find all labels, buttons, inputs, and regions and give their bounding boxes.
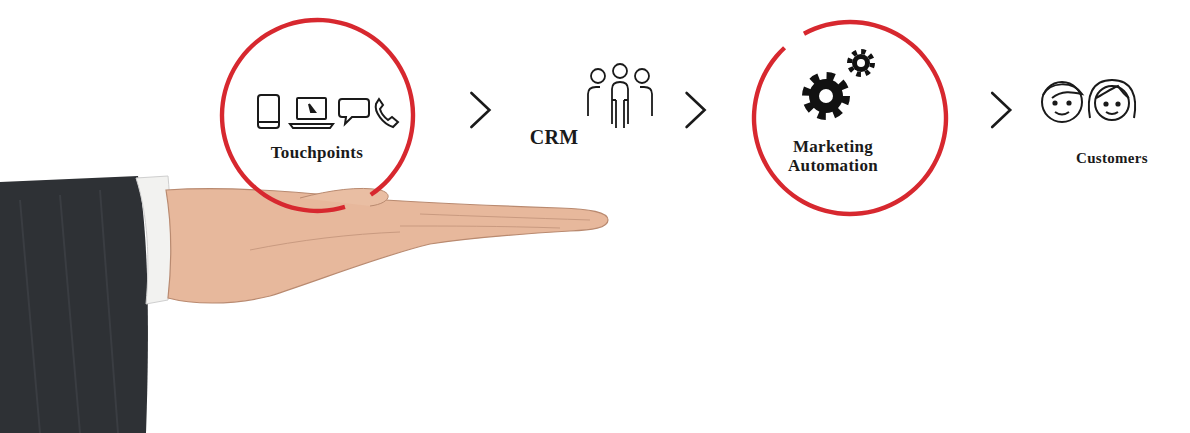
chevron-connector	[992, 93, 1010, 127]
touchpoint-icons	[258, 95, 398, 128]
chat-icon	[339, 99, 369, 124]
tablet-icon	[258, 95, 279, 128]
node-label: Touchpoints	[242, 144, 392, 163]
red-circle-outline	[220, 18, 415, 213]
phone-icon	[376, 99, 398, 127]
laptop-icon	[309, 104, 315, 112]
shirt-cuff	[136, 176, 171, 304]
open-hand	[166, 189, 608, 303]
chevron-connector	[687, 93, 705, 127]
red-circle-outline	[220, 18, 415, 213]
gears-icon	[806, 52, 873, 117]
chevron-connector	[471, 93, 489, 127]
sleeve-texture	[20, 190, 118, 433]
marketing-automation-circle: Marketing Automation	[752, 20, 948, 216]
laptop-icon	[290, 124, 333, 128]
node-label: CRM	[524, 126, 584, 148]
customer-faces-icon	[1042, 80, 1135, 122]
suit-sleeve	[0, 176, 148, 433]
crm-group: CRM	[524, 60, 658, 156]
crm-people-icon	[588, 64, 652, 128]
touchpoints-circle: Touchpoints	[220, 18, 415, 213]
red-circle-outline	[752, 20, 948, 216]
node-label: Customers	[1062, 150, 1162, 167]
node-label: Marketing Automation	[783, 138, 883, 175]
red-circle-outline	[752, 20, 948, 216]
tablet-icon	[258, 121, 279, 123]
hand-creases	[250, 214, 590, 250]
customers-group: Customers	[1024, 60, 1188, 170]
laptop-icon	[297, 98, 326, 119]
